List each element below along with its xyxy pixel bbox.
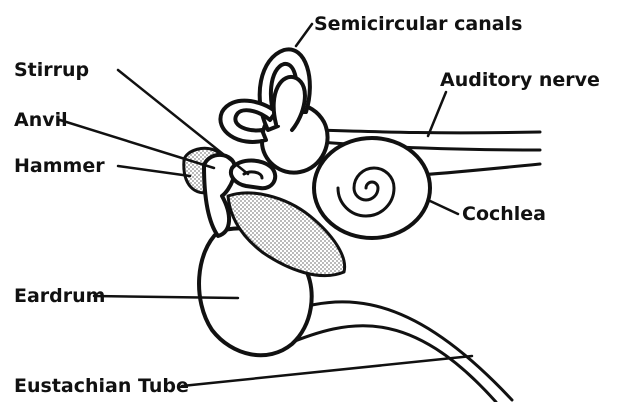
label-semicircular-canals: Semicircular canals <box>314 13 522 35</box>
label-stirrup: Stirrup <box>14 59 89 81</box>
label-auditory-nerve: Auditory nerve <box>440 69 600 91</box>
leader-line-cochlea <box>428 200 458 214</box>
leader-line-eustachian-tube <box>182 356 472 386</box>
leader-line-hammer <box>118 166 190 176</box>
label-eardrum: Eardrum <box>14 285 105 307</box>
label-cochlea: Cochlea <box>462 203 546 225</box>
leader-line-auditory-nerve <box>428 92 446 136</box>
cochlea <box>314 138 430 238</box>
label-hammer: Hammer <box>14 155 105 177</box>
label-eustachian-tube: Eustachian Tube <box>14 375 189 397</box>
leader-line-semicircular-canals <box>296 24 312 46</box>
